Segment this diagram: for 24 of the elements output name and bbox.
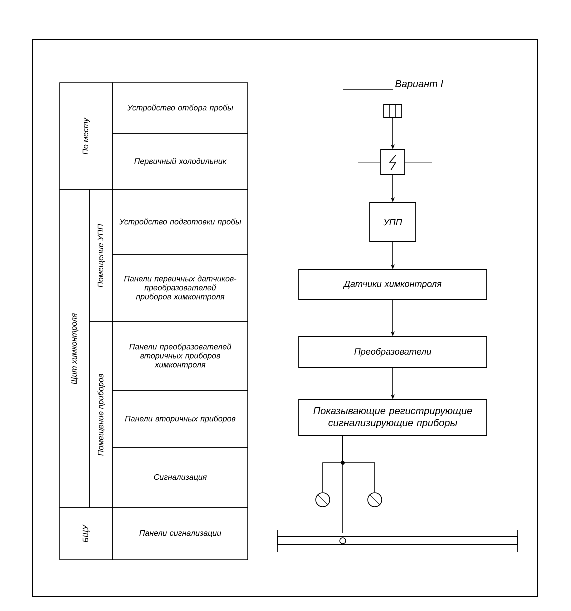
heading: Вариант I (342, 80, 444, 90)
row-header: По месту (60, 82, 114, 190)
row-header: Помещение приборов (90, 322, 114, 508)
process-box: Датчики химконтроля (298, 270, 488, 300)
table-cell: Устройство отбора пробы (112, 82, 248, 134)
table-cell: Первичный холодильник (112, 134, 248, 190)
connector (342, 436, 344, 534)
process-box: УПП (370, 202, 416, 242)
table-cell: Панели сигнализации (112, 508, 248, 560)
table-cell: Устройство подготовки пробы (112, 190, 248, 256)
table-cell: Панели вторичных приборов (112, 390, 248, 448)
sampling-device-symbol (384, 104, 402, 119)
lamp-symbol (368, 492, 382, 508)
table-cell: Сигнализация (112, 448, 248, 508)
table-cell: Панели преобразователей вторичных приборов химконтроля (112, 322, 248, 392)
bus-bar (278, 530, 518, 552)
row-header: Щит химконтроля (60, 190, 90, 508)
process-box: Показывающие регистрирующие сигнализирующие приборы (298, 400, 488, 436)
table-cell: Панели первичных датчиков-преобразователей приборов химконтроля (112, 254, 248, 322)
process-box: Преобразователи (298, 336, 488, 368)
cooler-symbol (358, 150, 432, 176)
row-header: БЩУ (60, 508, 114, 560)
row-header: Помещение УПП (90, 190, 114, 322)
lamp-symbol (316, 492, 330, 508)
